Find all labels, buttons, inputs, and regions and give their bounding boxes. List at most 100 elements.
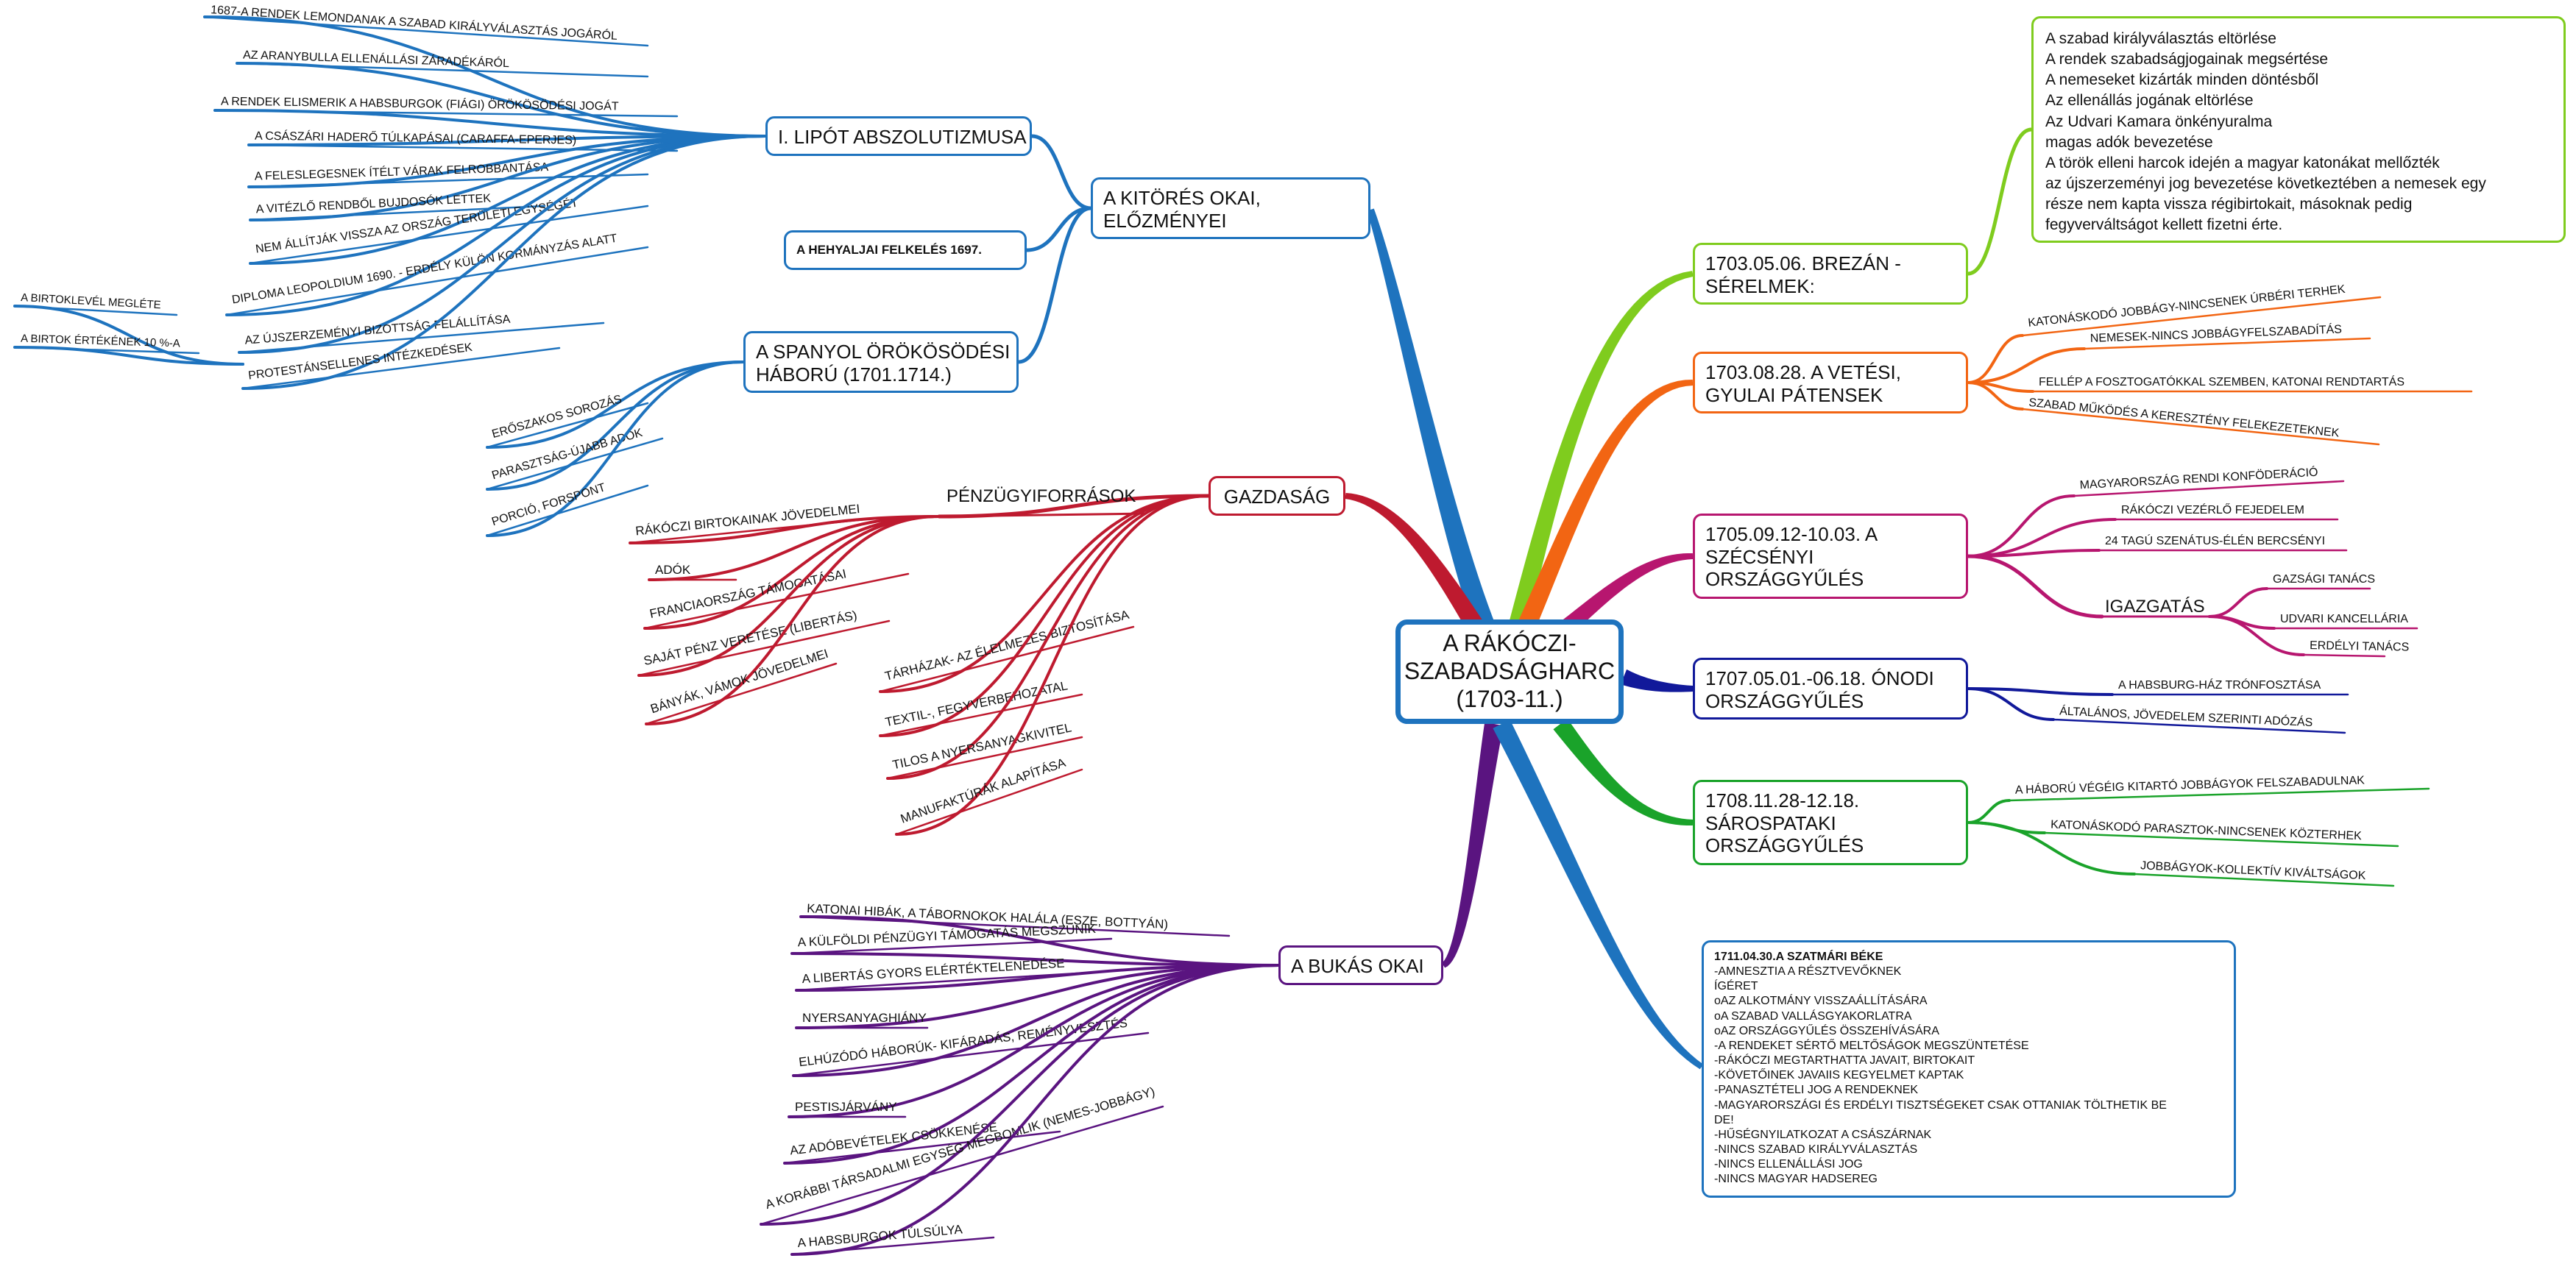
penzugy-item-connector	[645, 515, 941, 725]
lipot-item-underline	[241, 347, 561, 390]
gazdasag-item-connector	[895, 494, 1210, 836]
gazdasag-item: MANUFAKTÚRÁK ALAPÍTÁSA	[899, 756, 1068, 826]
gazdasag-item-underline	[886, 736, 1083, 780]
penzugy-item-underline	[629, 518, 867, 544]
sarospatak-item-connector	[1967, 799, 2011, 824]
igazgatas-item-connector	[2208, 615, 2305, 656]
szecsenyi-item-connector	[1967, 549, 2101, 558]
bukas-item: NYERSANYAGHIÁNY	[802, 1011, 927, 1025]
note-szatmari-beke[interactable]: 1711.04.30.A SZATMÁRI BÉKE -AMNESZTIA A …	[1702, 940, 2236, 1198]
veteli-item-underline	[2083, 337, 2371, 350]
penzugy-item-connector	[629, 515, 941, 544]
branch-szatmar	[1493, 720, 1704, 1070]
igazgatas-item-underline	[2302, 653, 2386, 658]
gazdasag-item: TÁRHÁZAK- AZ ÉLELMEZÉS BIZTOSÍTÁSA	[883, 608, 1130, 683]
igazgatas-item-connector	[2208, 587, 2268, 618]
lipot-item-connector	[225, 135, 767, 316]
penzugy-label: PÉNZÜGYIFORRÁSOK	[946, 486, 1136, 506]
bukas-item-underline	[790, 1236, 995, 1256]
branch-gazdasag	[1345, 493, 1488, 638]
lipot-item-connector	[238, 135, 767, 354]
sarospatak-item-underline	[2133, 873, 2395, 887]
bukas-item-connector	[790, 952, 1280, 967]
penzugy-item-connector	[637, 515, 941, 677]
lipot-item-connector	[249, 135, 767, 265]
lipot-item-underline	[213, 109, 679, 118]
lipot-item-underline	[225, 246, 649, 316]
connector-lipot	[1030, 134, 1093, 210]
veteli-item-connector	[1967, 347, 2086, 384]
penzugy-item-underline	[645, 662, 838, 725]
bukas-item-underline	[799, 915, 1231, 937]
node-brezan[interactable]: 1703.05.06. BREZÁN - SÉRELMEK:	[1693, 243, 1968, 305]
spanyol-item-underline	[486, 484, 649, 537]
sarospatak-item-connector	[1967, 821, 2136, 876]
spanyol-item-connector	[486, 361, 745, 449]
ujszerzemenyi-item-underline	[13, 346, 200, 355]
branch-brezan	[1507, 271, 1694, 636]
branch-veteli	[1515, 380, 1694, 637]
branch-kitores	[1367, 208, 1498, 637]
branch-szecsenyi	[1554, 553, 1694, 640]
bukas-item-connector	[795, 964, 1280, 1029]
central-topic[interactable]: A RÁKÓCZI- SZABADSÁGHARC (1703-11.)	[1395, 619, 1624, 724]
bukas-item-underline	[795, 971, 1091, 992]
penzugy-item-underline	[643, 572, 910, 630]
onodi-item-underline	[2052, 718, 2346, 734]
gazdasag-item-underline	[895, 768, 1083, 836]
gazdasag-item-connector	[879, 494, 1210, 737]
node-onodi-orszaggyules[interactable]: 1707.05.01.-06.18. ÓNODI ORSZÁGGYŰLÉS	[1693, 658, 1968, 720]
penzugy-item: ADÓK	[655, 563, 691, 577]
spanyol-item-connector	[486, 361, 745, 537]
igazgatas-item: GAZSÁGI TANÁCS	[2273, 572, 2375, 586]
szecsenyi-item: 24 TAGÚ SZENÁTUS-ÉLÉN BERCSÉNYI	[2105, 533, 2325, 547]
bukas-item-connector	[788, 964, 1280, 1118]
szatmari-beke-body: -AMNESZTIA A RÉSZTVEVŐKNEK ÍGÉRET oAZ AL…	[1714, 965, 2167, 1186]
onodi-item-connector	[1967, 687, 2114, 696]
bukas-item-underline	[792, 1031, 1150, 1077]
igazgatas-item: ERDÉLYI TANÁCS	[2310, 638, 2409, 653]
penzugy-item-connector	[643, 515, 941, 630]
veteli-item: FELLÉP A FOSZTOGATÓKKAL SZEMBEN, KATONAI…	[2039, 374, 2405, 388]
sarospatak-item: A HÁBORÚ VÉGÉIG KITARTÓ JOBBÁGYOK FELSZA…	[2015, 773, 2366, 796]
ujszerzemenyi-item: A BIRTOK ÉRTÉKÉNEK 10 %-A	[21, 333, 180, 350]
node-veteli-patensek[interactable]: 1703.08.28. A VETÉSI, GYULAI PÁTENSEK	[1693, 352, 1968, 413]
szecsenyi-item-connector	[1967, 494, 2076, 558]
node-hegyaljai-felkeles[interactable]: A HEHYALJAI FELKELÉS 1697.	[784, 230, 1027, 270]
connector-spanyol	[1016, 206, 1093, 364]
penzugy-item-underline	[637, 619, 891, 677]
bukas-item-connector	[795, 964, 1280, 992]
spanyol-item-underline	[486, 402, 649, 449]
node-lipot-abszolutizmus[interactable]: I. LIPÓT ABSZOLUTIZMUSA	[765, 116, 1032, 156]
bukas-item: PESTISJÁRVÁNY	[795, 1100, 897, 1114]
node-gazdasag[interactable]: GAZDASÁG	[1209, 476, 1345, 516]
note-brezan-serelmek[interactable]: A szabad királyválasztás eltörlése A ren…	[2031, 16, 2566, 243]
lipot-item-connector	[241, 135, 767, 390]
veteli-item-underline	[2021, 408, 2380, 446]
penzugy-item: RÁKÓCZI BIRTOKAINAK JÖVEDELMEI	[635, 502, 861, 538]
connector-igazgatas	[1966, 554, 2104, 619]
lipot-item: 1687-A RENDEK LEMONDANAK A SZABAD KIRÁLY…	[210, 2, 618, 43]
node-spanyol-orokosodesi-haboru[interactable]: A SPANYOL ÖRÖKÖSÖDÉSI HÁBORÚ (1701.1714.…	[743, 331, 1019, 393]
bukas-item-connector	[792, 964, 1280, 1077]
lipot-item-connector	[247, 135, 767, 146]
bukas-item-connector	[790, 964, 1280, 1256]
penzugy-item-connector	[648, 515, 941, 581]
lipot-item-underline	[238, 322, 605, 354]
igazgatas-label: IGAZGATÁS	[2105, 597, 2205, 617]
lipot-item-underline	[247, 173, 649, 188]
veteli-item-underline	[2021, 296, 2382, 337]
node-szecsenyi-orszaggyules[interactable]: 1705.09.12-10.03. A SZÉCSÉNYI ORSZÁGGYŰL…	[1693, 514, 1968, 599]
igazgatas-item: UDVARI KANCELLÁRIA	[2280, 611, 2408, 625]
branch-onodi	[1620, 669, 1694, 692]
branch-bukas	[1441, 722, 1504, 968]
node-sarospataki-orszaggyules[interactable]: 1708.11.28-12.18. SÁROSPATAKI ORSZÁGGYŰL…	[1693, 780, 1968, 865]
node-bukas-okai[interactable]: A BUKÁS OKAI	[1278, 945, 1443, 985]
bukas-item-underline	[790, 937, 1113, 955]
sarospatak-item-underline	[2008, 787, 2430, 802]
szecsenyi-item: RÁKÓCZI VEZÉRLŐ FEJEDELEM	[2121, 502, 2304, 516]
node-kitores-okai[interactable]: A KITÖRÉS OKAI, ELŐZMÉNYEI	[1091, 177, 1370, 239]
spanyol-item-connector	[486, 361, 745, 491]
veteli-item-connector	[1967, 381, 2024, 411]
